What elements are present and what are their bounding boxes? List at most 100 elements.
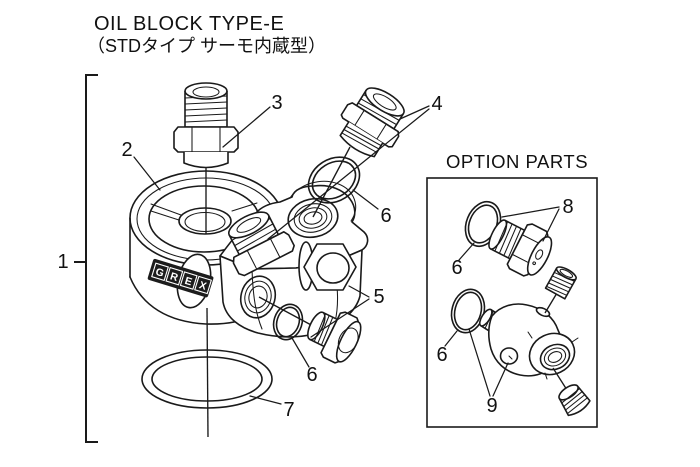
oring-outer [307, 156, 361, 204]
option-panel-title: OPTION PARTS [446, 151, 588, 172]
logo-letter: E [183, 275, 193, 289]
plug-tip [307, 311, 326, 341]
body-nut [528, 332, 576, 376]
leader-3 [222, 106, 271, 148]
fitting-nose [364, 87, 405, 117]
leader-lines [133, 105, 560, 405]
oring-inner [311, 160, 357, 200]
callout-6-option-lower: 6 [436, 344, 447, 366]
block-port-lug [289, 180, 357, 222]
leader-7 [249, 395, 282, 405]
oring-inner [453, 291, 483, 331]
nut-hole-threads [543, 347, 567, 367]
leader-2 [133, 156, 161, 191]
fitting-bore [236, 217, 262, 233]
part-option-plug-top [544, 266, 577, 300]
logo-box [151, 262, 169, 282]
callout-6-upper: 6 [380, 205, 391, 227]
part-large-oring [141, 349, 273, 409]
part-an-fitting-exploded [339, 87, 405, 158]
plug-threads [546, 271, 576, 296]
oring-inner [275, 306, 301, 338]
port-threads [298, 207, 328, 229]
callout-5: 5 [373, 286, 384, 308]
fitting-threads [494, 221, 522, 259]
oring-outer [272, 303, 304, 341]
plug-face [316, 252, 350, 284]
fitting-bore [372, 93, 397, 111]
callout-6-option-upper: 6 [451, 257, 462, 279]
plate-spokes [150, 202, 258, 222]
part-an-fitting-front [228, 211, 295, 277]
nut-hole-rim [539, 343, 571, 371]
part-option-fitting-8 [488, 219, 553, 277]
bracket-line [85, 74, 98, 443]
port-threads [248, 285, 268, 309]
axis-line-fitting [312, 146, 351, 218]
plate-hole-rim [184, 211, 226, 233]
nut-facets [527, 331, 579, 380]
axis-line-bottom [206, 307, 209, 438]
page-title: OIL BLOCK TYPE-E [94, 13, 284, 35]
port-threads [244, 280, 272, 314]
part-oring-fitting [307, 156, 361, 204]
leader-5 [310, 285, 370, 338]
fitting-face-dot [532, 261, 536, 266]
logo-letter: X [198, 279, 208, 293]
option-parts-panel: OPTION PARTS [426, 151, 598, 428]
leader-6a [352, 189, 379, 210]
hex-facets [354, 109, 387, 140]
axis-line-plug-bottom [552, 367, 568, 391]
leader-8 [501, 206, 560, 242]
leader-6d [444, 330, 458, 347]
callout-9: 9 [486, 395, 497, 417]
fitting-hex [173, 126, 239, 153]
page-subtitle: （STDタイプ サーモ内蔵型） [87, 36, 326, 56]
plug-cap [558, 384, 579, 401]
logo-letter: R [169, 270, 180, 284]
callout-8: 8 [562, 196, 573, 218]
fitting-threads-lower [341, 125, 382, 153]
grex-logo: G R E X [147, 258, 214, 298]
callout-3: 3 [271, 92, 282, 114]
block-front-port [239, 275, 277, 319]
callout-6-lower: 6 [306, 364, 317, 386]
callout-7: 7 [283, 399, 294, 421]
part-option-plug-bottom [558, 384, 591, 417]
fitting-bore [192, 86, 220, 98]
fitting-hex [232, 231, 295, 277]
hex-facets [191, 126, 221, 153]
callout-2: 2 [121, 139, 132, 161]
leader-4 [267, 105, 430, 240]
leader-9 [468, 328, 509, 397]
nut-hole-threads [547, 351, 563, 363]
fitting-face-hole [535, 249, 544, 260]
fitting-nose [228, 211, 270, 239]
fitting-hex [506, 223, 549, 277]
fitting-tip [488, 219, 508, 250]
part-hex-plug-installed [298, 241, 357, 291]
assembly-bracket [74, 74, 98, 443]
leader-6b [291, 337, 310, 368]
logo-letter: G [154, 266, 165, 280]
axis-line-plug-top [544, 292, 558, 314]
logo-box [194, 275, 212, 295]
callout-4: 4 [431, 93, 442, 115]
logo-box [165, 266, 184, 286]
logo-box [179, 271, 198, 290]
part-oring-plug [272, 303, 304, 341]
fitting-face [526, 236, 553, 276]
callout-labels: 1 2 3 4 5 6 6 7 8 6 6 9 [57, 92, 573, 421]
option-panel-box [426, 177, 598, 428]
oring-inner [151, 356, 263, 402]
callout-1: 1 [57, 251, 68, 273]
plug-bore [559, 268, 574, 278]
part-hex-plug-exploded [307, 311, 362, 364]
hex-facets [246, 238, 281, 270]
plate-center-hole [178, 207, 232, 235]
fitting-base [183, 152, 229, 169]
port-mark [508, 355, 513, 360]
port-threads [303, 211, 323, 225]
